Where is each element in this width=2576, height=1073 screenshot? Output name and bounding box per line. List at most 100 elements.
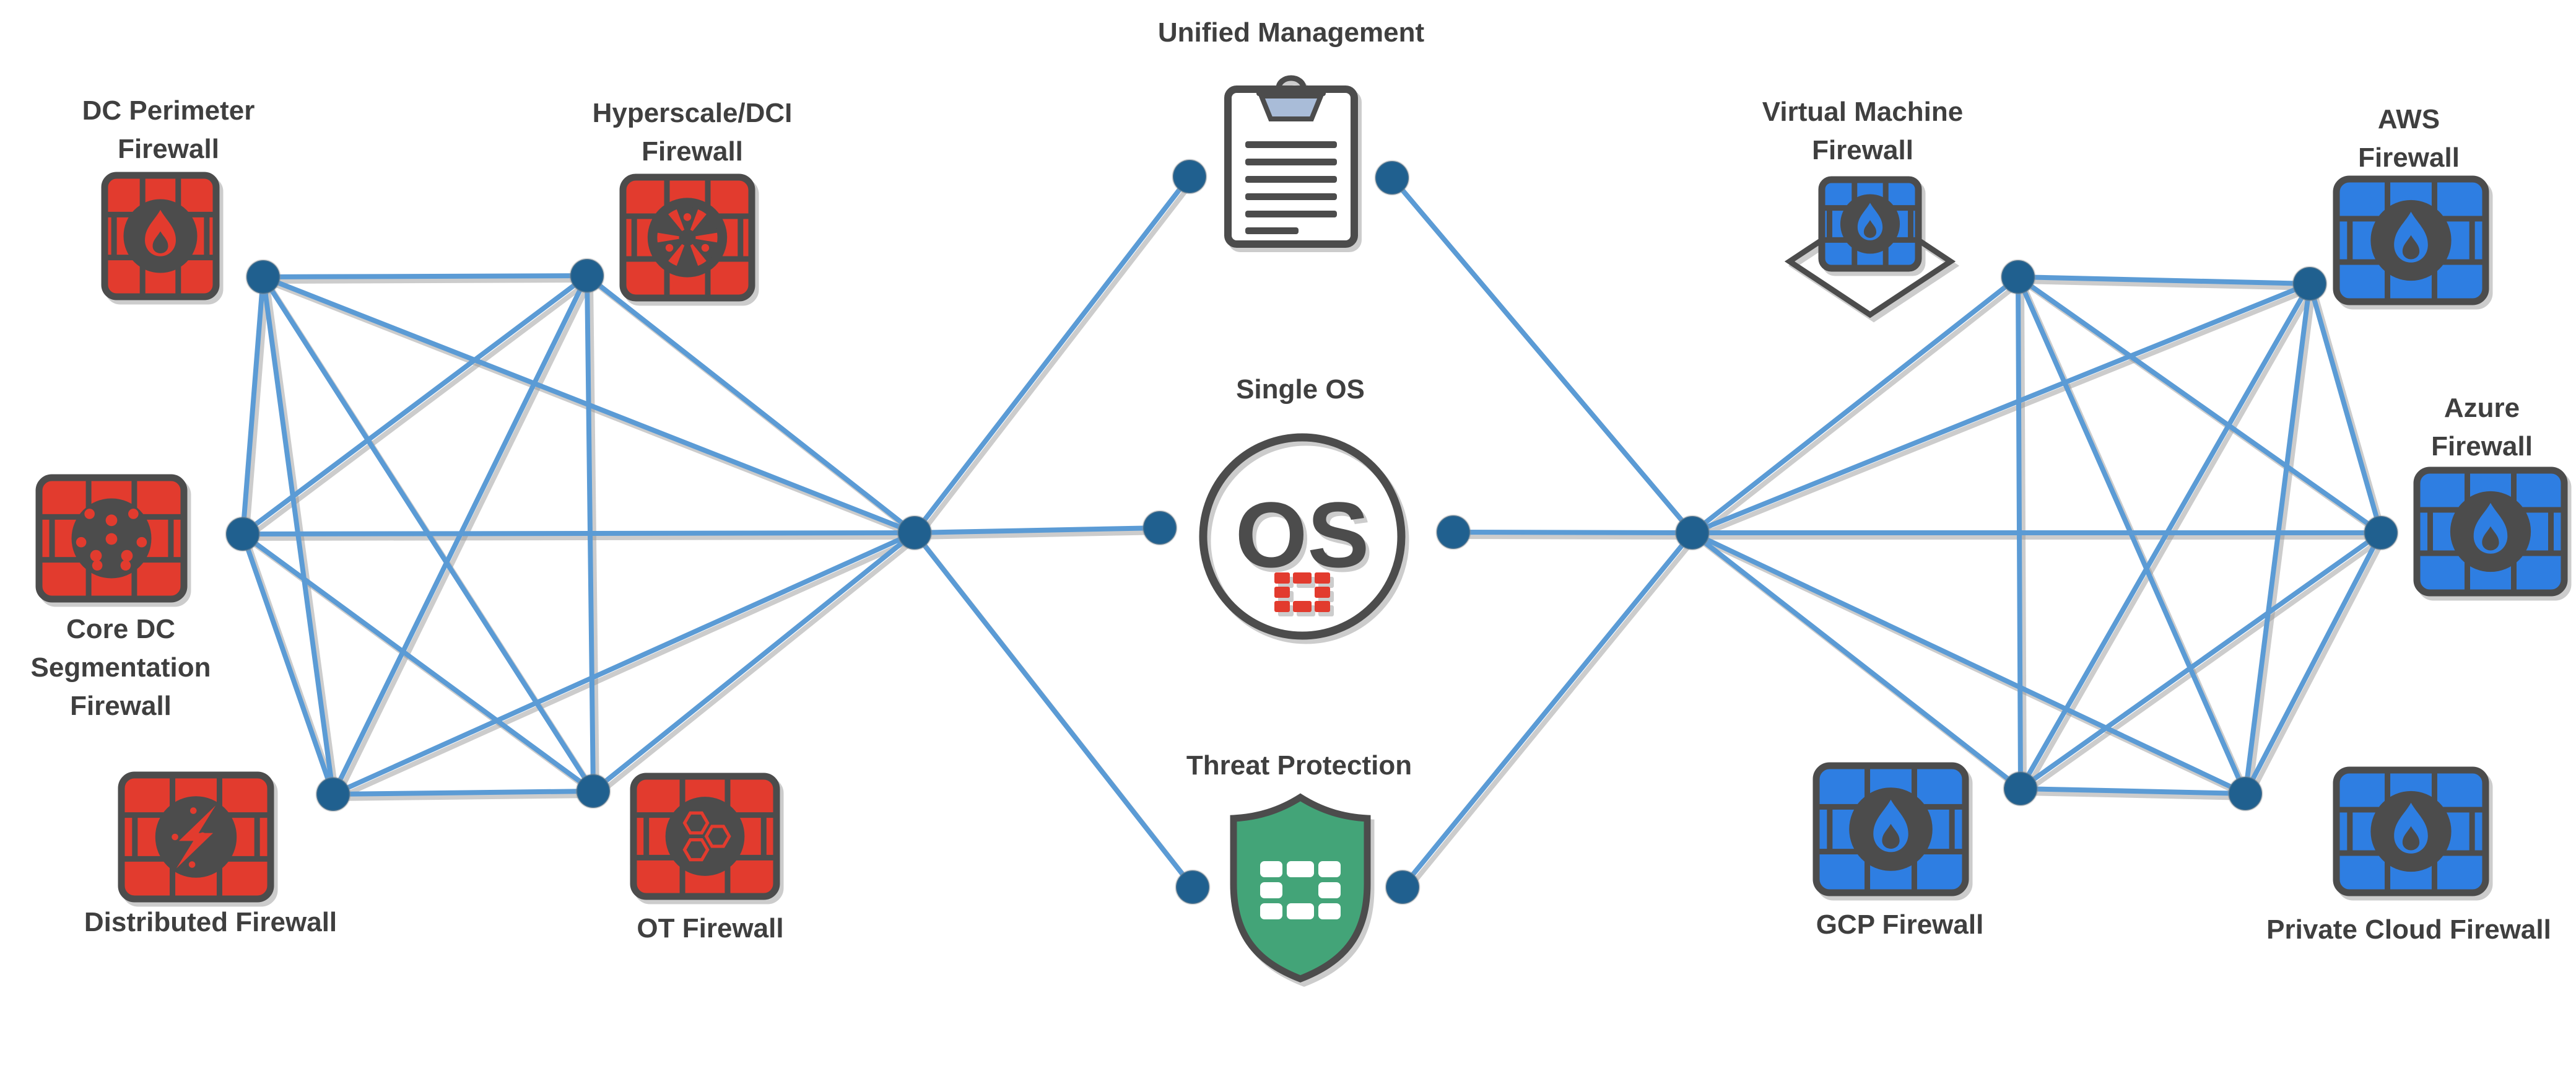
label-azure-firewall: Azure Firewall xyxy=(2431,389,2533,466)
mesh-node-l-tr xyxy=(569,258,605,294)
label-core-dc-segmentation-firewall: Core DC Segmentation Firewall xyxy=(31,610,211,725)
mesh-node-um-r xyxy=(1374,160,1410,196)
connection-line-l-bl-l-br xyxy=(331,789,596,797)
connection-line-l-bl-l-hub xyxy=(331,530,917,797)
label-threat-protection: Threat Protection xyxy=(1186,747,1412,785)
connection-line-r-hub-tp-r xyxy=(1400,530,1695,890)
connection-shadow xyxy=(2022,791,2252,800)
connection-line-r-tr-r-br xyxy=(2243,281,2312,796)
connection-line-l-tl-l-tr xyxy=(261,273,590,279)
mesh-node-r-tr xyxy=(2292,266,2328,302)
gcp-firewall-icon xyxy=(1812,762,1969,896)
mesh-node-os-l xyxy=(1142,510,1178,546)
label-line: Firewall xyxy=(1812,135,1913,165)
connection-line-l-l-l-bl xyxy=(240,532,336,797)
mesh-node-r-hub xyxy=(1674,515,1710,551)
label-gcp-firewall: GCP Firewall xyxy=(1816,906,1984,944)
label-line: Firewall xyxy=(2358,142,2460,173)
label-distributed-firewall: Distributed Firewall xyxy=(84,903,337,942)
dc-perimeter-firewall-icon xyxy=(101,172,220,300)
azure-firewall-icon xyxy=(2413,466,2568,597)
connection-line-l-br-l-hub xyxy=(591,530,917,794)
label-line: Unified Management xyxy=(1157,17,1425,48)
os-text: OS xyxy=(1235,483,1370,587)
connection-line-l-tr-l-l xyxy=(240,273,590,536)
unified-management-clipboard-icon xyxy=(1224,75,1358,248)
connection-shadow xyxy=(334,793,599,801)
label-virtual-machine-firewall: Virtual Machine Firewall xyxy=(1762,93,1963,170)
mesh-node-r-r xyxy=(2363,515,2399,551)
label-dc-perimeter-firewall: DC Perimeter Firewall xyxy=(82,92,255,169)
connection-line-r-tl-r-hub xyxy=(1690,274,2021,535)
label-line: Azure xyxy=(2443,393,2520,423)
label-line: Single OS xyxy=(1236,374,1365,405)
label-line: Firewall xyxy=(70,691,172,721)
label-private-cloud-firewall: Private Cloud Firewall xyxy=(2266,911,2551,949)
connection-shadow xyxy=(244,279,269,541)
mesh-node-l-tl xyxy=(245,259,281,295)
mesh-node-tp-r xyxy=(1385,869,1421,905)
label-line: Threat Protection xyxy=(1186,750,1412,781)
connection-shadow xyxy=(264,278,593,284)
mesh-node-um-l xyxy=(1172,159,1208,195)
connection-shadow xyxy=(1694,286,2316,540)
virtual-machine-firewall-icon xyxy=(1784,176,1956,318)
connection-line-l-hub-os-l xyxy=(912,525,1162,535)
connection-line-l-hub-um-l xyxy=(912,174,1192,535)
ot-firewall-icon xyxy=(630,773,780,900)
connection-line-r-tr-r-r xyxy=(2307,281,2383,535)
connection-line-r-r-r-br xyxy=(2243,530,2383,796)
connection-line-r-r-r-bl xyxy=(2018,530,2383,791)
mesh-node-r-br xyxy=(2227,776,2263,812)
label-single-os: Single OS xyxy=(1236,370,1365,409)
mesh-node-r-bl xyxy=(2003,771,2039,807)
connection-line-r-bl-r-hub xyxy=(1690,530,2023,791)
single-os-icon: OS xyxy=(1199,433,1406,640)
label-line: Firewall xyxy=(2431,431,2533,462)
label-hyperscale-dci-firewall: Hyperscale/DCI Firewall xyxy=(593,94,793,171)
label-line: Virtual Machine xyxy=(1762,97,1964,127)
label-line: Firewall xyxy=(118,134,219,164)
label-unified-management: Unified Management xyxy=(1158,14,1424,52)
connection-line-r-bl-r-br xyxy=(2018,786,2248,796)
mesh-node-tp-l xyxy=(1175,869,1211,905)
label-line: GCP Firewall xyxy=(1816,909,1984,940)
label-line: Hyperscale/DCI xyxy=(592,98,793,128)
mesh-node-l-br xyxy=(575,773,611,809)
label-line: Segmentation xyxy=(30,652,211,683)
connection-shadow xyxy=(2022,535,2387,795)
connection-line-l-tr-l-hub xyxy=(585,273,917,535)
core-dc-segmentation-firewall-icon xyxy=(35,474,188,603)
connection-shadow xyxy=(2022,286,2316,795)
label-line: OT Firewall xyxy=(637,913,784,944)
connection-shadow xyxy=(2019,279,2316,291)
label-line: Distributed Firewall xyxy=(84,907,337,937)
label-line: Firewall xyxy=(642,136,743,167)
label-line: AWS xyxy=(2377,104,2440,134)
connection-line-l-hub-tp-l xyxy=(912,530,1195,890)
connection-shadow xyxy=(2247,286,2316,800)
connection-line-r-tl-r-tr xyxy=(2016,274,2312,286)
connection-line-l-l-l-hub xyxy=(240,530,917,536)
connection-shadow xyxy=(1455,534,1699,540)
mesh-node-l-hub xyxy=(897,515,933,551)
connection-line-l-tl-l-l xyxy=(240,274,266,536)
connection-shadow xyxy=(244,278,593,541)
connection-line-r-tl-r-r xyxy=(2016,274,2383,535)
connection-line-r-tr-r-hub xyxy=(1690,281,2312,535)
private-cloud-firewall-icon xyxy=(2333,766,2489,896)
label-line: Private Cloud Firewall xyxy=(2266,914,2551,945)
hyperscale-dci-firewall-icon xyxy=(619,173,755,302)
label-ot-firewall: OT Firewall xyxy=(637,909,783,948)
aws-firewall-icon xyxy=(2333,175,2489,305)
connection-shadow xyxy=(1404,535,1699,894)
connection-shadow xyxy=(916,178,1196,540)
connection-shadow xyxy=(916,530,1166,540)
label-line: Core DC xyxy=(66,614,176,644)
mesh-node-l-bl xyxy=(315,776,351,812)
label-line: DC Perimeter xyxy=(82,95,255,126)
connection-line-r-br-r-hub xyxy=(1690,530,2248,796)
mesh-node-l-l xyxy=(225,516,261,552)
